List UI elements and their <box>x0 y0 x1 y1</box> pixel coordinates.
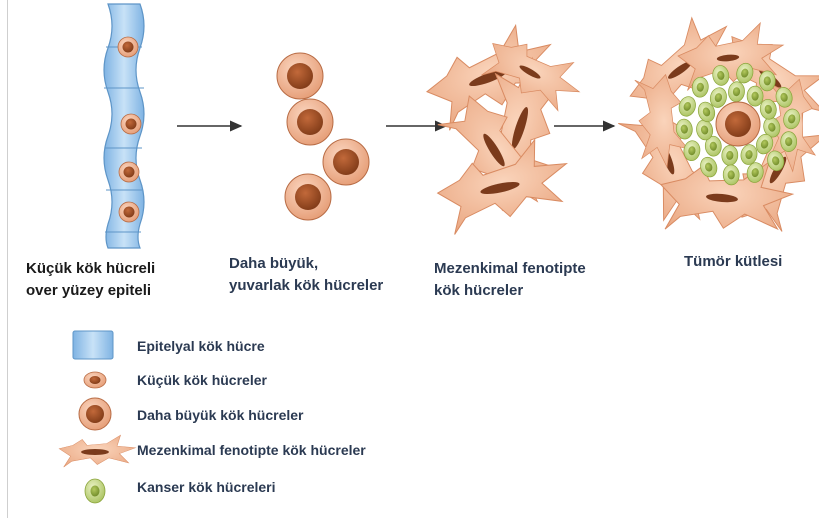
stage-label-line: yuvarlak kök hücreler <box>229 275 383 297</box>
stage-label-line: Daha büyük, <box>229 253 383 275</box>
cancer-cell <box>747 86 763 106</box>
large-stem-cell-icon <box>79 398 111 430</box>
mesenchymal-cell-icon <box>59 435 136 467</box>
epithelial-stem-cell-icon <box>73 331 113 359</box>
stage-label-line: Tümör kütlesi <box>684 251 782 273</box>
cancer-cell <box>721 145 738 166</box>
cancer-cell <box>759 71 775 91</box>
stage-label-mesenchymal-stem-cells: Mezenkimal fenotipte kök hücreler <box>434 258 586 302</box>
small-stem-cell-icon <box>84 372 106 388</box>
central-stem-cell <box>716 102 760 146</box>
cancer-cell <box>727 81 745 103</box>
stage-label-large-round-stem-cells: Daha büyük, yuvarlak kök hücreler <box>229 253 383 297</box>
stage-label-line: kök hücreler <box>434 280 586 302</box>
tumor-mass <box>614 4 819 240</box>
legend-label-cancer-stem-cells: Kanser kök hücreleri <box>137 478 276 496</box>
legend-label-small-stem-cells: Küçük kök hücreler <box>137 371 267 389</box>
large-round-stem-cells <box>277 53 369 220</box>
legend-label-epithelial-stem-cell: Epitelyal kök hücre <box>137 337 265 355</box>
cancer-stem-cell-icon <box>85 479 105 503</box>
stage-label-line: over yüzey epiteli <box>26 280 155 302</box>
cancer-cell <box>781 132 797 152</box>
legend-label-mesenchymal-cells: Mezenkimal fenotipte kök hücreler <box>137 441 366 459</box>
legend-label-large-stem-cells: Daha büyük kök hücreler <box>137 406 304 424</box>
stage-label-line: Mezenkimal fenotipte <box>434 258 586 280</box>
stage-label-line: Küçük kök hücreli <box>26 258 155 280</box>
stage-label-tumor-mass: Tümör kütlesi <box>684 251 782 273</box>
cancer-cell <box>676 94 698 118</box>
stage-label-small-stem-cells: Küçük kök hücreli over yüzey epiteli <box>26 258 155 302</box>
